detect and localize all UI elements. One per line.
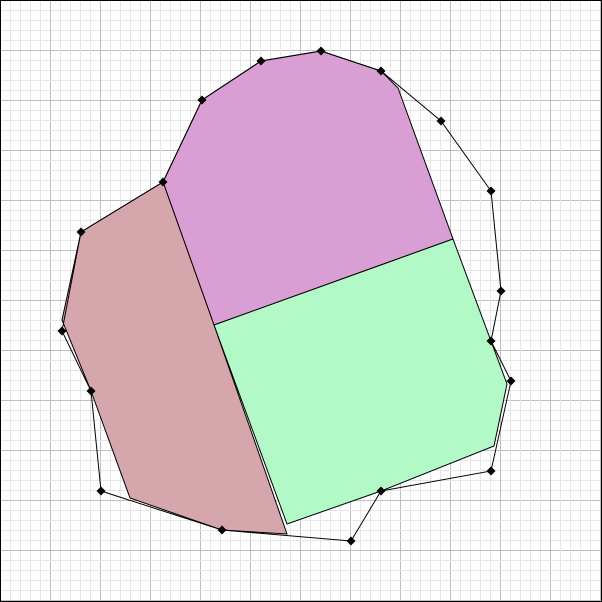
vertex-marker [436,116,446,126]
vertex-markers [57,46,516,546]
vertex-marker [57,326,67,336]
green-region [213,238,508,525]
vertex-marker [506,376,516,386]
vertex-marker [197,95,207,105]
vertex-marker [346,536,356,546]
vertex-marker [158,177,168,187]
vertex-marker [316,46,326,56]
vertex-marker [96,486,106,496]
vertex-marker [86,386,96,396]
vertex-marker [486,466,496,476]
vertex-marker [496,286,506,296]
vertex-marker [217,525,227,535]
vertex-marker [256,56,266,66]
vertex-marker [76,227,86,237]
vertex-marker [486,336,496,346]
vertex-marker [376,486,386,496]
vertex-marker [376,66,386,76]
rose-region [61,181,288,535]
vertex-marker [486,186,496,196]
